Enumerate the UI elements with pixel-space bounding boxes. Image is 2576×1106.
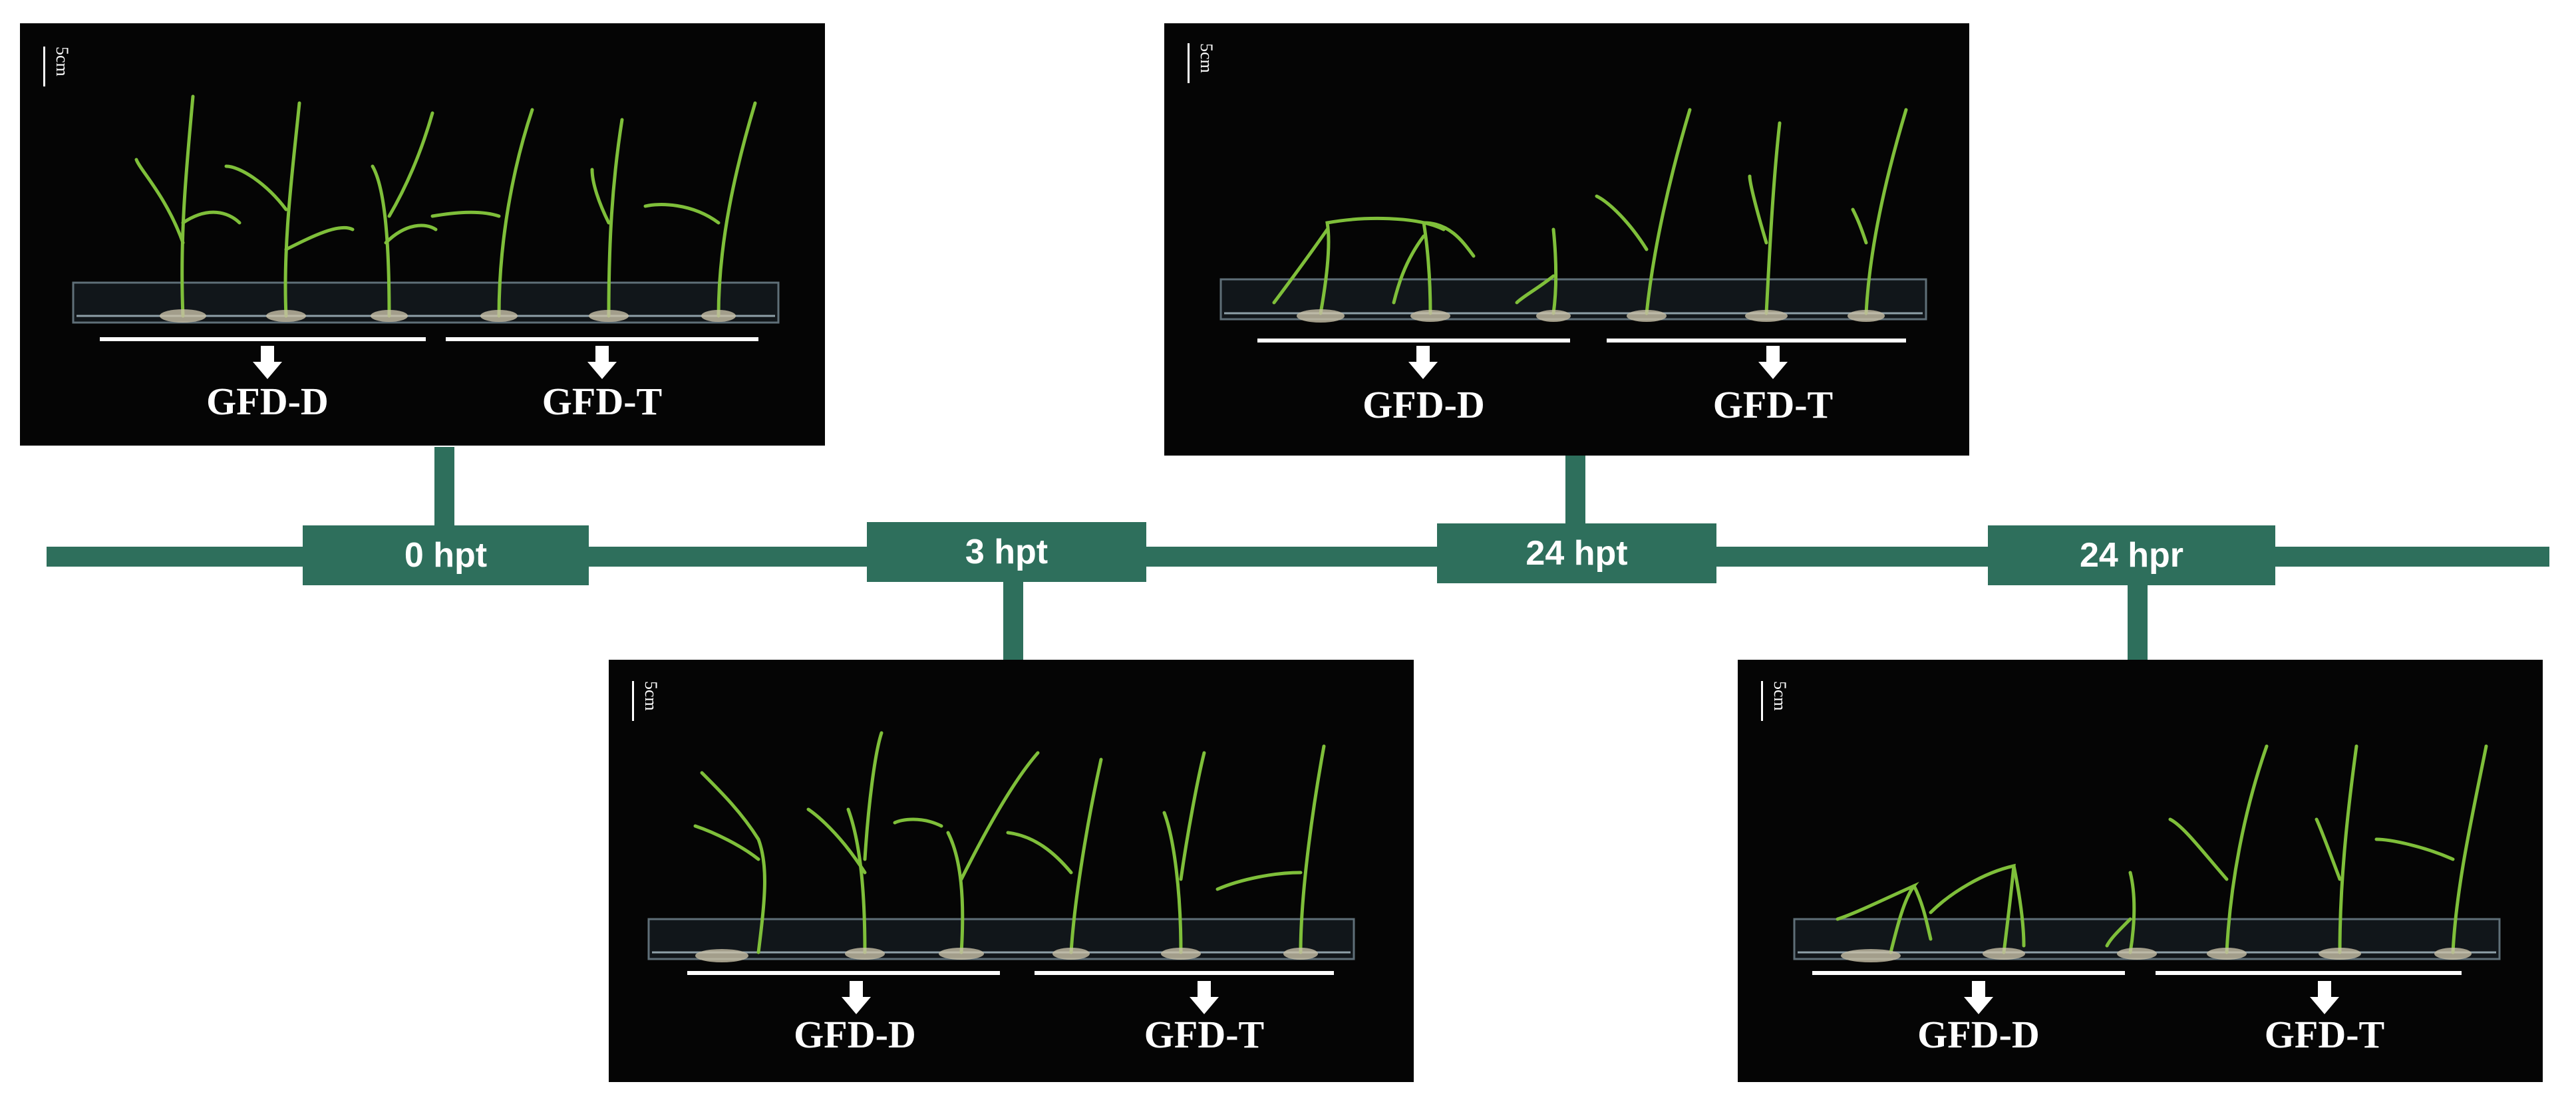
down-arrow-icon xyxy=(1758,346,1788,379)
timepoint-badge-0hpt: 0 hpt xyxy=(303,525,589,585)
timepoint-badge-3hpt: 3 hpt xyxy=(867,522,1146,582)
down-arrow-icon xyxy=(587,346,617,379)
group-underline-left xyxy=(687,971,1000,975)
group-underline-right xyxy=(2156,971,2462,975)
group-underline-left xyxy=(1257,339,1570,343)
group-label-gfd-t: GFD-T xyxy=(1144,1013,1265,1056)
connector-24hpt xyxy=(1565,455,1585,529)
group-label-gfd-t: GFD-T xyxy=(542,380,663,423)
down-arrow-icon xyxy=(1190,981,1219,1014)
timepoint-badge-24hpr: 24 hpr xyxy=(1988,525,2275,585)
seedling-photo xyxy=(1793,744,2501,962)
seedling-photo xyxy=(647,731,1355,962)
down-arrow-icon xyxy=(253,346,282,379)
connector-3hpt xyxy=(1003,572,1023,660)
connector-24hpr xyxy=(2128,579,2148,660)
group-label-gfd-d: GFD-D xyxy=(794,1013,916,1056)
scale-label: 5cm xyxy=(1770,681,1790,711)
scale-bar xyxy=(1188,43,1190,83)
group-label-gfd-d: GFD-D xyxy=(1363,383,1485,426)
photo-panel-0hpt: 5cm GFD-D GFD-T xyxy=(20,23,825,446)
scale-bar xyxy=(1761,681,1763,721)
group-label-gfd-d: GFD-D xyxy=(1917,1013,2040,1056)
group-underline-left xyxy=(1812,971,2125,975)
group-underline-right xyxy=(1035,971,1334,975)
group-label-gfd-t: GFD-T xyxy=(1712,383,1834,426)
scale-bar xyxy=(632,681,634,721)
group-label-gfd-t: GFD-T xyxy=(2264,1013,2385,1056)
down-arrow-icon xyxy=(1408,346,1438,379)
scale-bar xyxy=(43,47,45,86)
down-arrow-icon xyxy=(2310,981,2339,1014)
photo-panel-3hpt: 5cm GFD-D GFD-T xyxy=(609,660,1414,1082)
group-underline-right xyxy=(446,337,758,341)
scale-label: 5cm xyxy=(641,681,661,711)
group-underline-right xyxy=(1607,339,1906,343)
down-arrow-icon xyxy=(1964,981,1993,1014)
seedling-photo xyxy=(1219,108,1927,323)
scale-label: 5cm xyxy=(1197,43,1216,73)
connector-0hpt xyxy=(434,447,454,533)
group-underline-left xyxy=(100,337,426,341)
scale-label: 5cm xyxy=(53,47,72,76)
timepoint-badge-24hpt: 24 hpt xyxy=(1437,523,1716,583)
photo-panel-24hpr: 5cm GFD-D GFD-T xyxy=(1738,660,2543,1082)
group-label-gfd-d: GFD-D xyxy=(206,380,329,423)
down-arrow-icon xyxy=(842,981,871,1014)
photo-panel-24hpt: 5cm GFD-D GFD-T xyxy=(1164,23,1969,456)
seedling-photo xyxy=(72,94,780,324)
